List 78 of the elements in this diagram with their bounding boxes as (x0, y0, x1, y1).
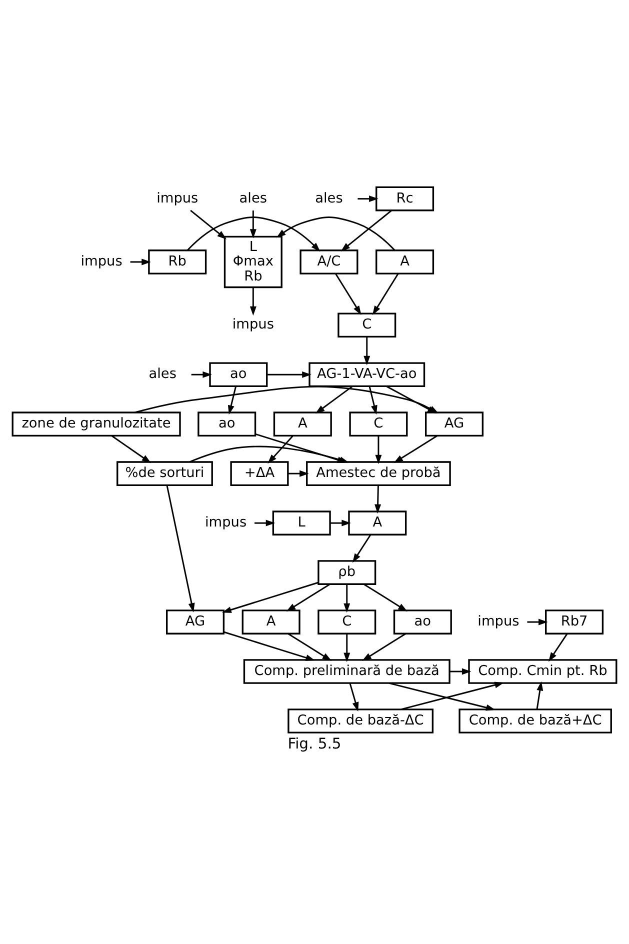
node-box: Comp. de bază-ΔC (288, 708, 434, 734)
node-box: ao (209, 362, 268, 388)
arrow (190, 210, 226, 240)
node-box: Rb7 (545, 610, 604, 634)
node-text: ales (315, 190, 343, 206)
node-text: impus (205, 514, 247, 531)
node-box: Comp. preliminară de bază (243, 659, 450, 684)
arrow (364, 584, 408, 612)
node-text: impus (80, 254, 122, 270)
node-box: ao (198, 412, 256, 437)
node-box: zone de granulozitate (12, 412, 181, 437)
arrow (364, 337, 370, 366)
arrow (362, 633, 406, 661)
arrow (228, 386, 236, 415)
arrow (349, 683, 359, 712)
arrow (527, 618, 548, 626)
node-box: C (318, 610, 376, 634)
arrow (268, 436, 294, 464)
arrow (130, 258, 151, 266)
node-box: A (376, 250, 434, 274)
node-box: A (273, 412, 332, 437)
arrow (388, 682, 496, 711)
node-box: %de sorturi (116, 461, 213, 486)
arrow (224, 631, 316, 661)
arrow (166, 485, 195, 612)
arrow (286, 584, 330, 612)
node-box: AG (425, 412, 484, 437)
arrow (401, 682, 504, 710)
node-text: impus (478, 614, 520, 630)
arrow (288, 470, 309, 477)
arrow (375, 436, 382, 464)
arrow (344, 634, 350, 662)
arrow (536, 681, 544, 710)
arrow (187, 216, 320, 252)
node-box: Rc (376, 186, 434, 212)
node-box: L (272, 510, 331, 536)
arrow (340, 210, 392, 252)
arrow (344, 584, 350, 613)
arrow (548, 634, 568, 662)
node-box: Amestec de probă (306, 461, 451, 486)
arrow (250, 210, 256, 238)
node-box: Comp. de bază+ΔC (458, 708, 612, 734)
arrow (288, 633, 332, 661)
arrow (352, 534, 371, 563)
node-box: AG-1-VA-VC-ao (308, 362, 426, 388)
arrow (372, 273, 399, 316)
node-text: ales (239, 190, 268, 206)
arrow (191, 371, 212, 378)
arrow (368, 386, 378, 415)
node-box: ao (393, 610, 452, 634)
node-text: ales (148, 366, 176, 382)
arrow (394, 435, 438, 463)
arrow (250, 288, 256, 316)
node-box: AG (166, 610, 225, 634)
arrow (334, 273, 362, 316)
arrow (267, 371, 312, 378)
arrow (374, 486, 382, 514)
node-box: C (349, 412, 408, 437)
arrow (358, 196, 378, 202)
arrow (330, 520, 351, 526)
node-box: Comp. Cmin pt. Rb (468, 659, 618, 684)
arrow (254, 520, 276, 526)
node-text: impus (232, 316, 274, 333)
arrow (276, 216, 396, 251)
arrow (315, 386, 353, 414)
arrow (111, 435, 152, 464)
node-box: A/C (300, 250, 358, 274)
node-box: ρb (318, 560, 376, 585)
node-box: C (338, 312, 396, 338)
node-text: impus (156, 190, 198, 206)
node-box: +ΔA (230, 461, 289, 486)
node-box: A (348, 510, 407, 536)
arrow (222, 582, 319, 613)
node-box: A (242, 610, 300, 634)
caption: Fig. 5.5 (288, 736, 342, 753)
node-box: L Φmax Rb (224, 236, 282, 288)
arrow (450, 668, 472, 675)
node-box: Rb (148, 250, 207, 274)
